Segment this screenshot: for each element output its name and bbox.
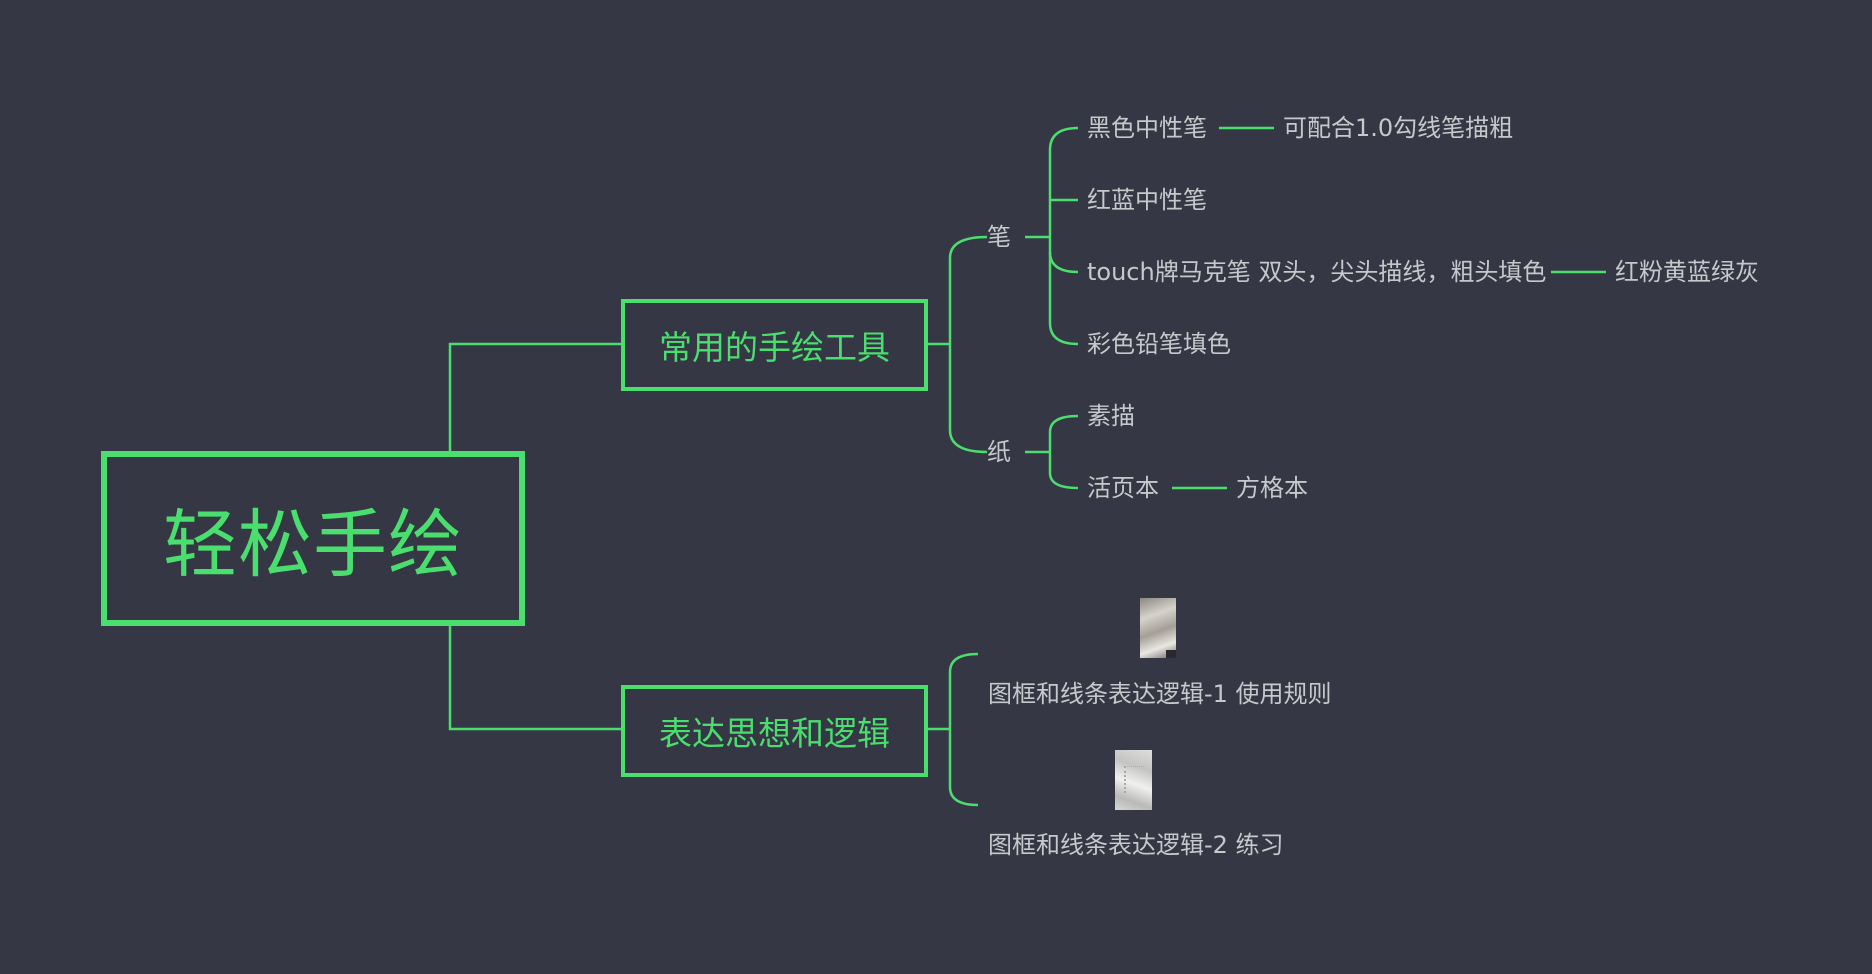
branch-node-logic[interactable]: 表达思想和逻辑	[621, 685, 928, 777]
root-node[interactable]: 轻松手绘	[101, 451, 525, 626]
node-red-blue-gel-pen[interactable]: 红蓝中性笔	[1087, 186, 1207, 214]
connector-root-to-logic	[448, 626, 621, 731]
note-black-gel-pen[interactable]: 可配合1.0勾线笔描粗	[1283, 114, 1514, 142]
node-touch-marker[interactable]: touch牌马克笔 双头，尖头描线，粗头填色	[1087, 258, 1547, 286]
node-logic-practice[interactable]: 图框和线条表达逻辑-2 练习	[988, 831, 1284, 859]
node-sketch[interactable]: 素描	[1087, 402, 1135, 430]
sketch-marks	[1124, 766, 1144, 793]
node-loose-leaf[interactable]: 活页本	[1087, 474, 1159, 502]
photo-thumbnail[interactable]	[1115, 750, 1152, 810]
note-marker-colors[interactable]: 红粉黄蓝绿灰	[1615, 258, 1759, 286]
node-pen[interactable]: 笔	[987, 223, 1011, 251]
connector-logic-children	[948, 652, 979, 807]
note-grid-notebook[interactable]: 方格本	[1236, 474, 1308, 502]
connector-to-pen	[948, 235, 988, 454]
branch-node-label: 常用的手绘工具	[659, 328, 890, 367]
node-paper[interactable]: 纸	[987, 438, 1011, 466]
branch-node-label: 表达思想和逻辑	[659, 714, 890, 753]
root-node-label: 轻松手绘	[163, 502, 463, 588]
photo-thumbnail[interactable]	[1140, 598, 1176, 658]
connector-pen-child-3	[1048, 251, 1079, 274]
connector-paper-children	[1048, 414, 1079, 490]
connector-pen-children	[1048, 126, 1079, 346]
node-black-gel-pen[interactable]: 黑色中性笔	[1087, 114, 1207, 142]
node-logic-rule[interactable]: 图框和线条表达逻辑-1 使用规则	[988, 680, 1332, 708]
connector-root-to-tools	[448, 342, 621, 451]
branch-node-tools[interactable]: 常用的手绘工具	[621, 299, 928, 391]
node-colored-pencil[interactable]: 彩色铅笔填色	[1087, 330, 1231, 358]
